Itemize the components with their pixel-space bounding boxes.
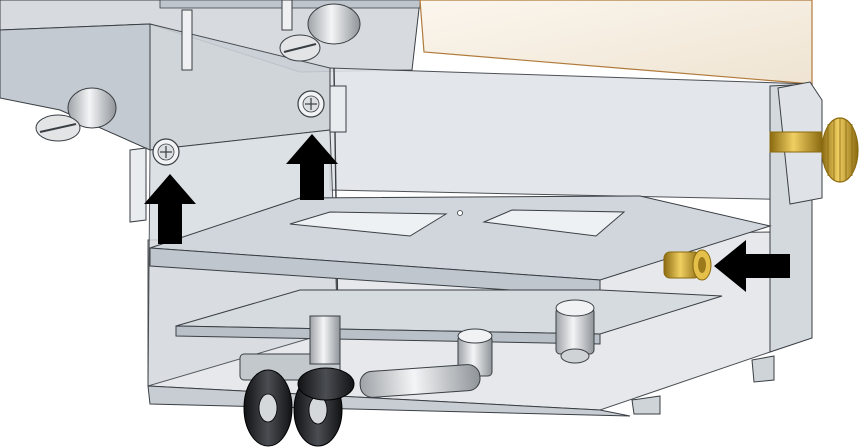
cover-plate	[420, 0, 812, 84]
tray-small-hole	[458, 211, 463, 216]
knob-collar	[298, 368, 354, 400]
side-panel-bracket-left	[130, 148, 146, 222]
bracket-post	[310, 316, 340, 364]
brass-insert	[664, 250, 711, 280]
left-panel-screw	[153, 139, 179, 165]
brass-screw-shank	[770, 132, 822, 152]
enclosure-back-wall	[330, 68, 812, 200]
upper-panel-screw	[298, 91, 324, 117]
side-panel-bracket-right	[330, 86, 346, 132]
standoff	[556, 300, 594, 363]
